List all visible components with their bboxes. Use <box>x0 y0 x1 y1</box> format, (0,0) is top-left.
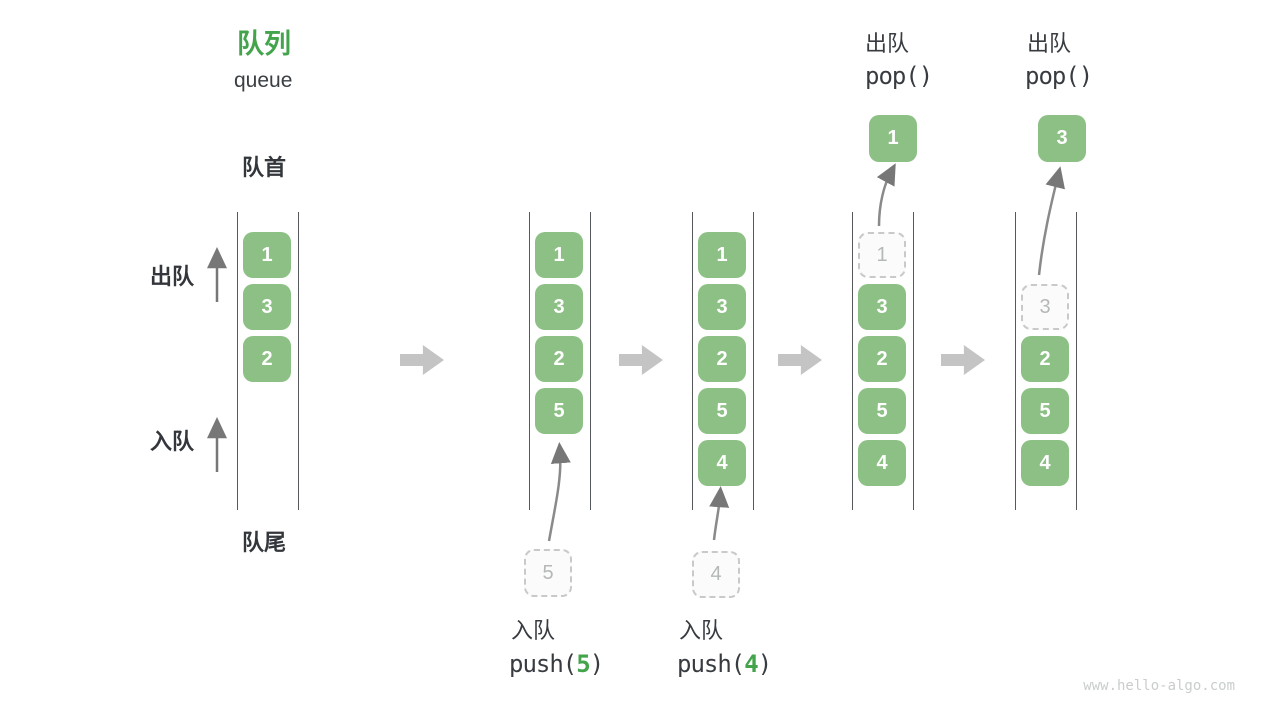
op-code-push5: push(5) <box>509 650 604 678</box>
label-queue-front: 队首 <box>242 155 287 180</box>
op-code-fn: push( <box>677 650 745 678</box>
transition-arrow-icon <box>778 345 822 375</box>
op-label-enqueue: 入队 <box>511 618 556 643</box>
queue-cell: 3 <box>698 284 746 330</box>
popped-cell: 1 <box>869 115 917 162</box>
queue-cell: 1 <box>535 232 583 278</box>
queue-rails-state2 <box>529 212 591 510</box>
op-code-close: ) <box>589 650 604 678</box>
ghost-cell-popped: 1 <box>858 232 906 278</box>
transition-arrow-icon <box>941 345 985 375</box>
queue-rails-state5 <box>1015 212 1077 510</box>
transition-arrow-icon <box>400 345 444 375</box>
ghost-cell-incoming: 5 <box>524 549 572 597</box>
queue-cell: 2 <box>1021 336 1069 382</box>
op-code-push4: push(4) <box>677 650 772 678</box>
diagram-title-en: queue <box>234 69 293 92</box>
op-code-arg: 4 <box>744 650 758 678</box>
op-label-dequeue: 出队 <box>1027 31 1072 56</box>
queue-rails-state3 <box>692 212 754 510</box>
queue-cell: 4 <box>1021 440 1069 486</box>
op-label-enqueue: 入队 <box>679 618 724 643</box>
queue-cell: 2 <box>243 336 291 382</box>
queue-cell: 3 <box>858 284 906 330</box>
op-code-fn: push( <box>509 650 577 678</box>
op-code-arg: 5 <box>576 650 590 678</box>
queue-cell: 5 <box>698 388 746 434</box>
queue-cell: 4 <box>858 440 906 486</box>
queue-cell: 2 <box>535 336 583 382</box>
ghost-cell-incoming: 4 <box>692 551 740 598</box>
op-code-pop: pop() <box>1025 62 1093 90</box>
queue-cell: 5 <box>535 388 583 434</box>
queue-rails-state1 <box>237 212 299 510</box>
label-queue-rear: 队尾 <box>242 530 287 555</box>
queue-cell: 1 <box>243 232 291 278</box>
queue-cell: 2 <box>858 336 906 382</box>
op-code-pop: pop() <box>865 62 933 90</box>
queue-cell: 4 <box>698 440 746 486</box>
diagram-title-zh: 队列 <box>237 29 291 59</box>
queue-cell: 3 <box>535 284 583 330</box>
watermark: www.hello-algo.com <box>1083 678 1235 694</box>
op-code-close: ) <box>757 650 772 678</box>
popped-cell: 3 <box>1038 115 1086 162</box>
label-enqueue-direction: 入队 <box>150 429 195 454</box>
queue-rails-state4 <box>852 212 914 510</box>
op-label-dequeue: 出队 <box>865 31 910 56</box>
queue-cell: 5 <box>858 388 906 434</box>
queue-cell: 1 <box>698 232 746 278</box>
transition-arrow-icon <box>619 345 663 375</box>
queue-cell: 2 <box>698 336 746 382</box>
label-dequeue-direction: 出队 <box>150 264 195 289</box>
queue-cell: 3 <box>243 284 291 330</box>
ghost-cell-popped: 3 <box>1021 284 1069 330</box>
queue-cell: 5 <box>1021 388 1069 434</box>
